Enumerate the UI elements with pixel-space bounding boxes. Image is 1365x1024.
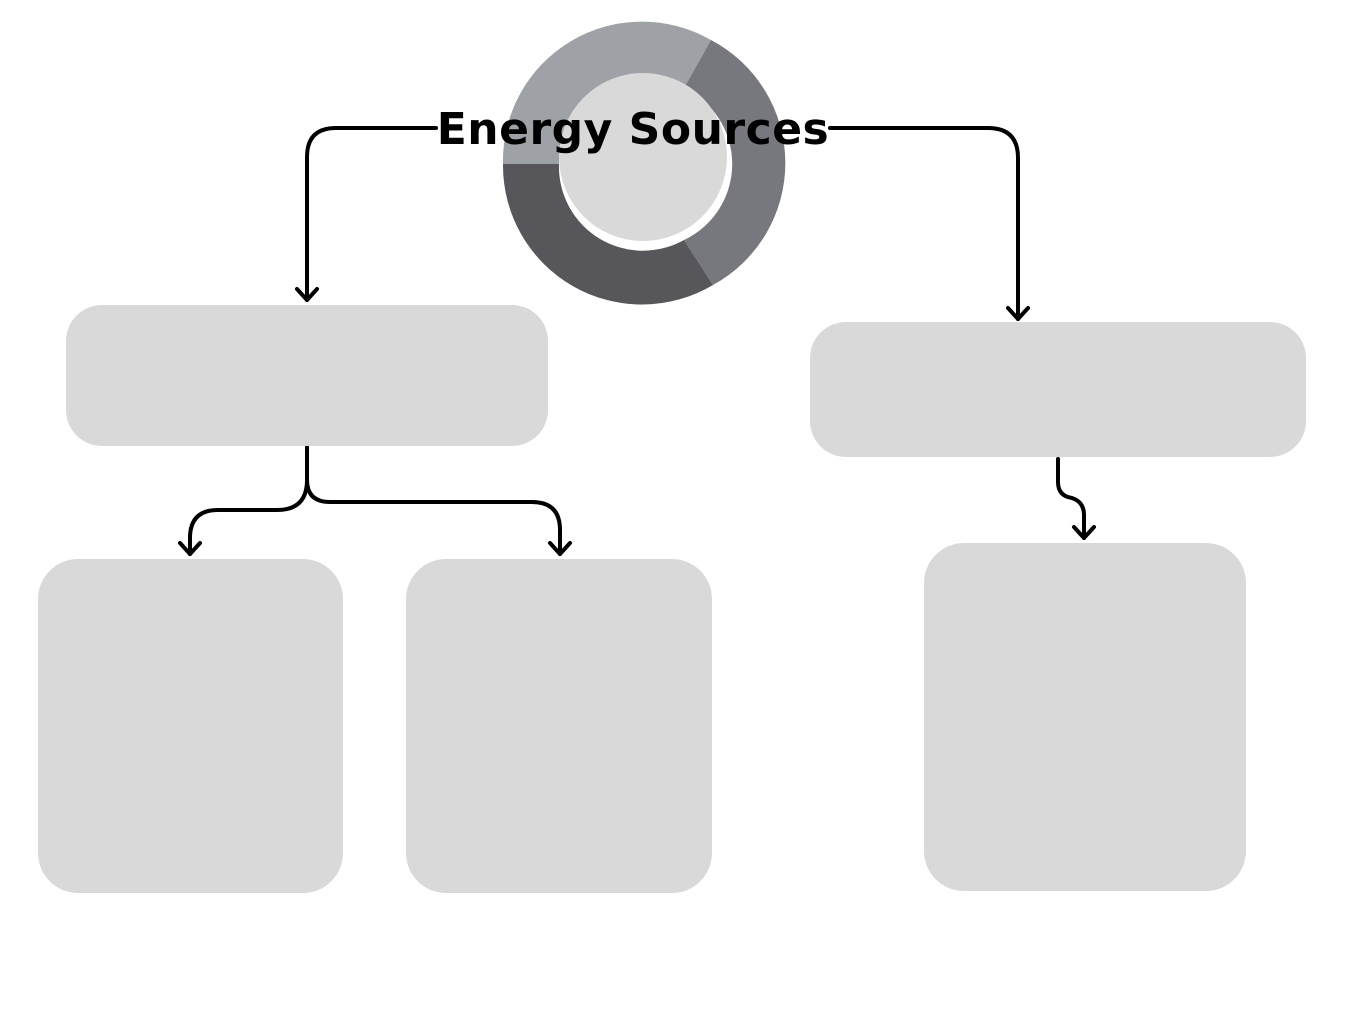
connectors	[178, 126, 1096, 556]
donut-segment-mid	[684, 40, 786, 285]
donut-segment-dark	[502, 164, 713, 305]
arrowhead-bottom-left	[178, 541, 202, 556]
connector-title-to-left-box	[305, 126, 438, 302]
bottom-right-box	[924, 543, 1246, 891]
arrowhead-left-box	[295, 287, 319, 302]
bottom-left-box	[38, 559, 343, 893]
connector-left-to-bottom-left	[188, 444, 309, 556]
donut-segment-light	[502, 21, 711, 164]
connector-title-to-right-box	[828, 126, 1020, 321]
connector-left-to-bottom-center	[305, 478, 562, 556]
diagram-title: Energy Sources	[436, 104, 830, 155]
donut-center	[559, 73, 727, 241]
donut-decoration	[502, 21, 786, 305]
arrowhead-right-box	[1006, 306, 1030, 321]
bottom-center-box	[406, 559, 712, 893]
connector-right-to-bottom-right	[1056, 457, 1086, 540]
arrowhead-bottom-center	[548, 541, 572, 556]
arrowhead-bottom-right	[1072, 525, 1096, 540]
left-mid-box	[66, 305, 548, 446]
right-mid-box	[810, 322, 1306, 457]
